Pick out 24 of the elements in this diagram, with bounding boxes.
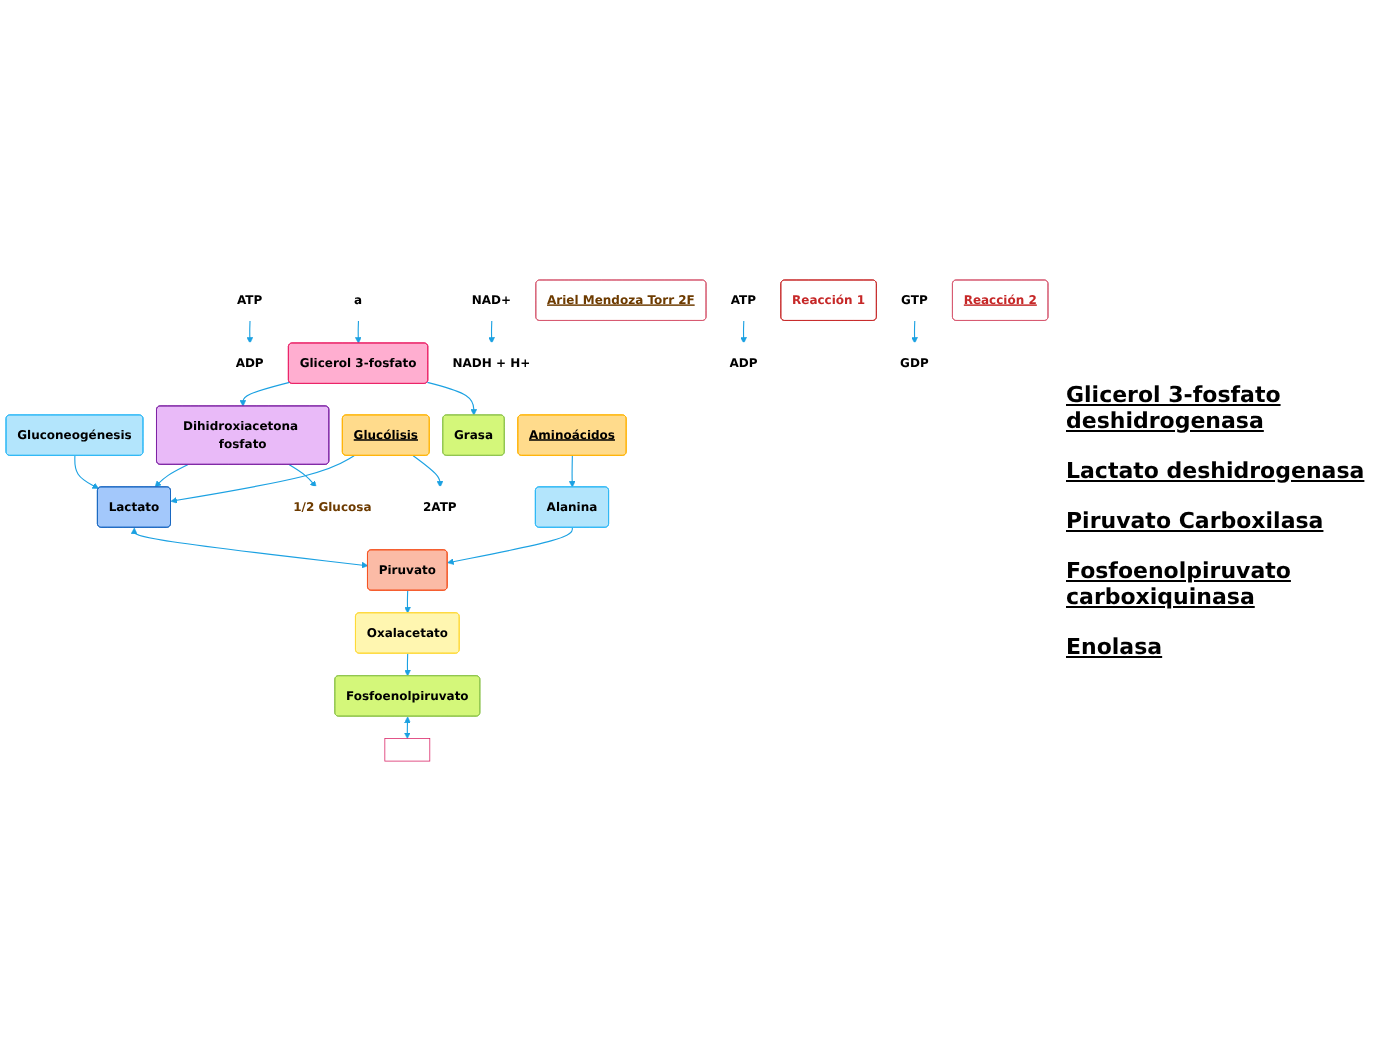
- arrow: [404, 715, 411, 739]
- enzyme-label: Fosfoenolpiruvato carboxiquinasa: [1066, 557, 1293, 609]
- arrow: [246, 319, 254, 344]
- arrow: [239, 381, 291, 406]
- arrow: [130, 527, 369, 568]
- arrow: [74, 454, 99, 489]
- arrow: [412, 454, 444, 487]
- arrow: [488, 319, 495, 344]
- arrow: [404, 652, 411, 676]
- enzyme-label: Glicerol 3-fosfato deshidrogenasa: [1066, 381, 1283, 433]
- enzyme-label: Piruvato Carboxilasa: [1066, 507, 1326, 533]
- arrow: [154, 463, 189, 487]
- arrow: [404, 589, 411, 613]
- arrow: [170, 454, 355, 503]
- enzyme-label: Enolasa: [1066, 633, 1165, 659]
- arrow: [447, 526, 573, 565]
- arrow: [740, 319, 747, 344]
- arrow: [426, 381, 478, 415]
- arrow: [568, 454, 576, 487]
- arrow: [288, 463, 317, 487]
- arrow: [911, 319, 918, 344]
- enzyme-label: Lactato deshidrogenasa: [1066, 457, 1367, 483]
- arrow: [355, 319, 362, 344]
- node-box: [384, 737, 431, 761]
